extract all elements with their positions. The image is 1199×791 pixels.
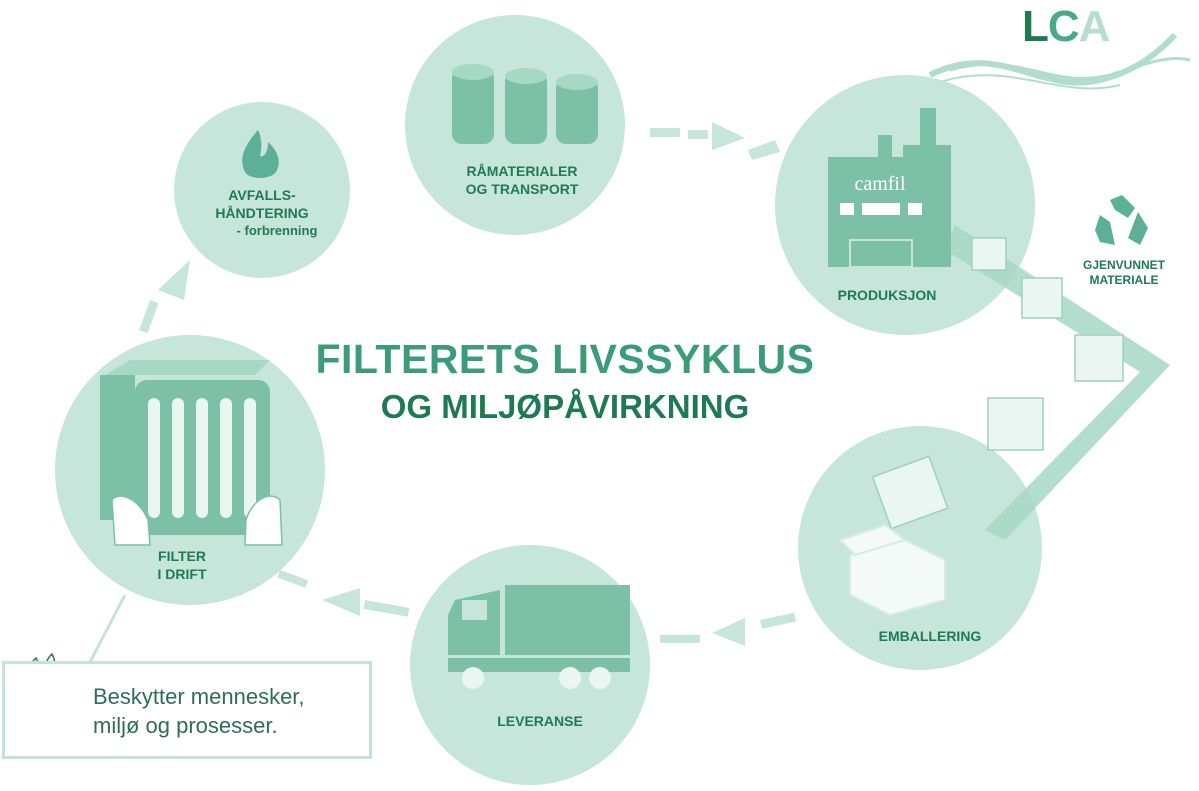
- factory-icon: [828, 108, 951, 268]
- recycle-icon: [1095, 195, 1148, 245]
- label-line: AVFALLS-: [228, 187, 296, 203]
- circle-waste: [174, 102, 350, 278]
- label-line: GJENVUNNET: [1082, 258, 1166, 272]
- benefit-line: miljø og prosesser.: [93, 713, 278, 738]
- truck-icon: [448, 585, 630, 689]
- arrow-up-icon: [158, 260, 190, 300]
- cardboard-box-icon: [838, 523, 946, 617]
- wave-decoration: [928, 32, 1191, 90]
- benefit-box: Beskytter mennesker, miljø og prosesser.: [2, 661, 372, 759]
- arrow-right-icon: [712, 122, 745, 150]
- connector-line: [88, 594, 127, 663]
- filter-in-hands-icon: [100, 360, 283, 546]
- dash: [650, 128, 680, 137]
- label-line: OG TRANSPORT: [465, 181, 579, 197]
- label-line: FILTER: [158, 548, 206, 564]
- arrow-left-icon: [322, 588, 360, 616]
- label-line: RÅMATERIALER: [466, 163, 578, 179]
- arrow-left-icon: [712, 618, 745, 646]
- benefit-line: Beskytter mennesker,: [93, 684, 305, 709]
- label-line: - forbrenning: [236, 223, 318, 238]
- flame-icon: [242, 130, 279, 178]
- label-line: I DRIFT: [157, 566, 207, 582]
- recycled-label: GJENVUNNET MATERIALE: [1083, 258, 1165, 288]
- label-delivery: LEVERANSE: [497, 713, 583, 729]
- barrels-icon: [452, 64, 598, 144]
- label-operation: FILTER I DRIFT: [158, 547, 207, 583]
- label-line: HÅNDTERING: [215, 205, 309, 221]
- flow-arrows: [139, 122, 797, 646]
- label-packaging: EMBALLERING: [878, 628, 982, 644]
- label-line: MATERIALE: [1089, 273, 1159, 287]
- conveyor-belt: [945, 225, 1170, 540]
- title-line-1: FILTERETS LIVSSYKLUS: [315, 336, 815, 382]
- title-line-2: OG MILJØPÅVIRKNING: [380, 388, 750, 425]
- camfil-logo: camfil: [854, 173, 906, 195]
- lca-logo: LCA: [1022, 2, 1110, 51]
- label-production: PRODUKSJON: [837, 287, 937, 303]
- filters-on-belt: [871, 237, 1124, 530]
- label-raw-materials: RÅMATERIALER OG TRANSPORT: [466, 162, 579, 198]
- label-waste: AVFALLS- HÅNDTERING - forbrenning: [207, 186, 318, 240]
